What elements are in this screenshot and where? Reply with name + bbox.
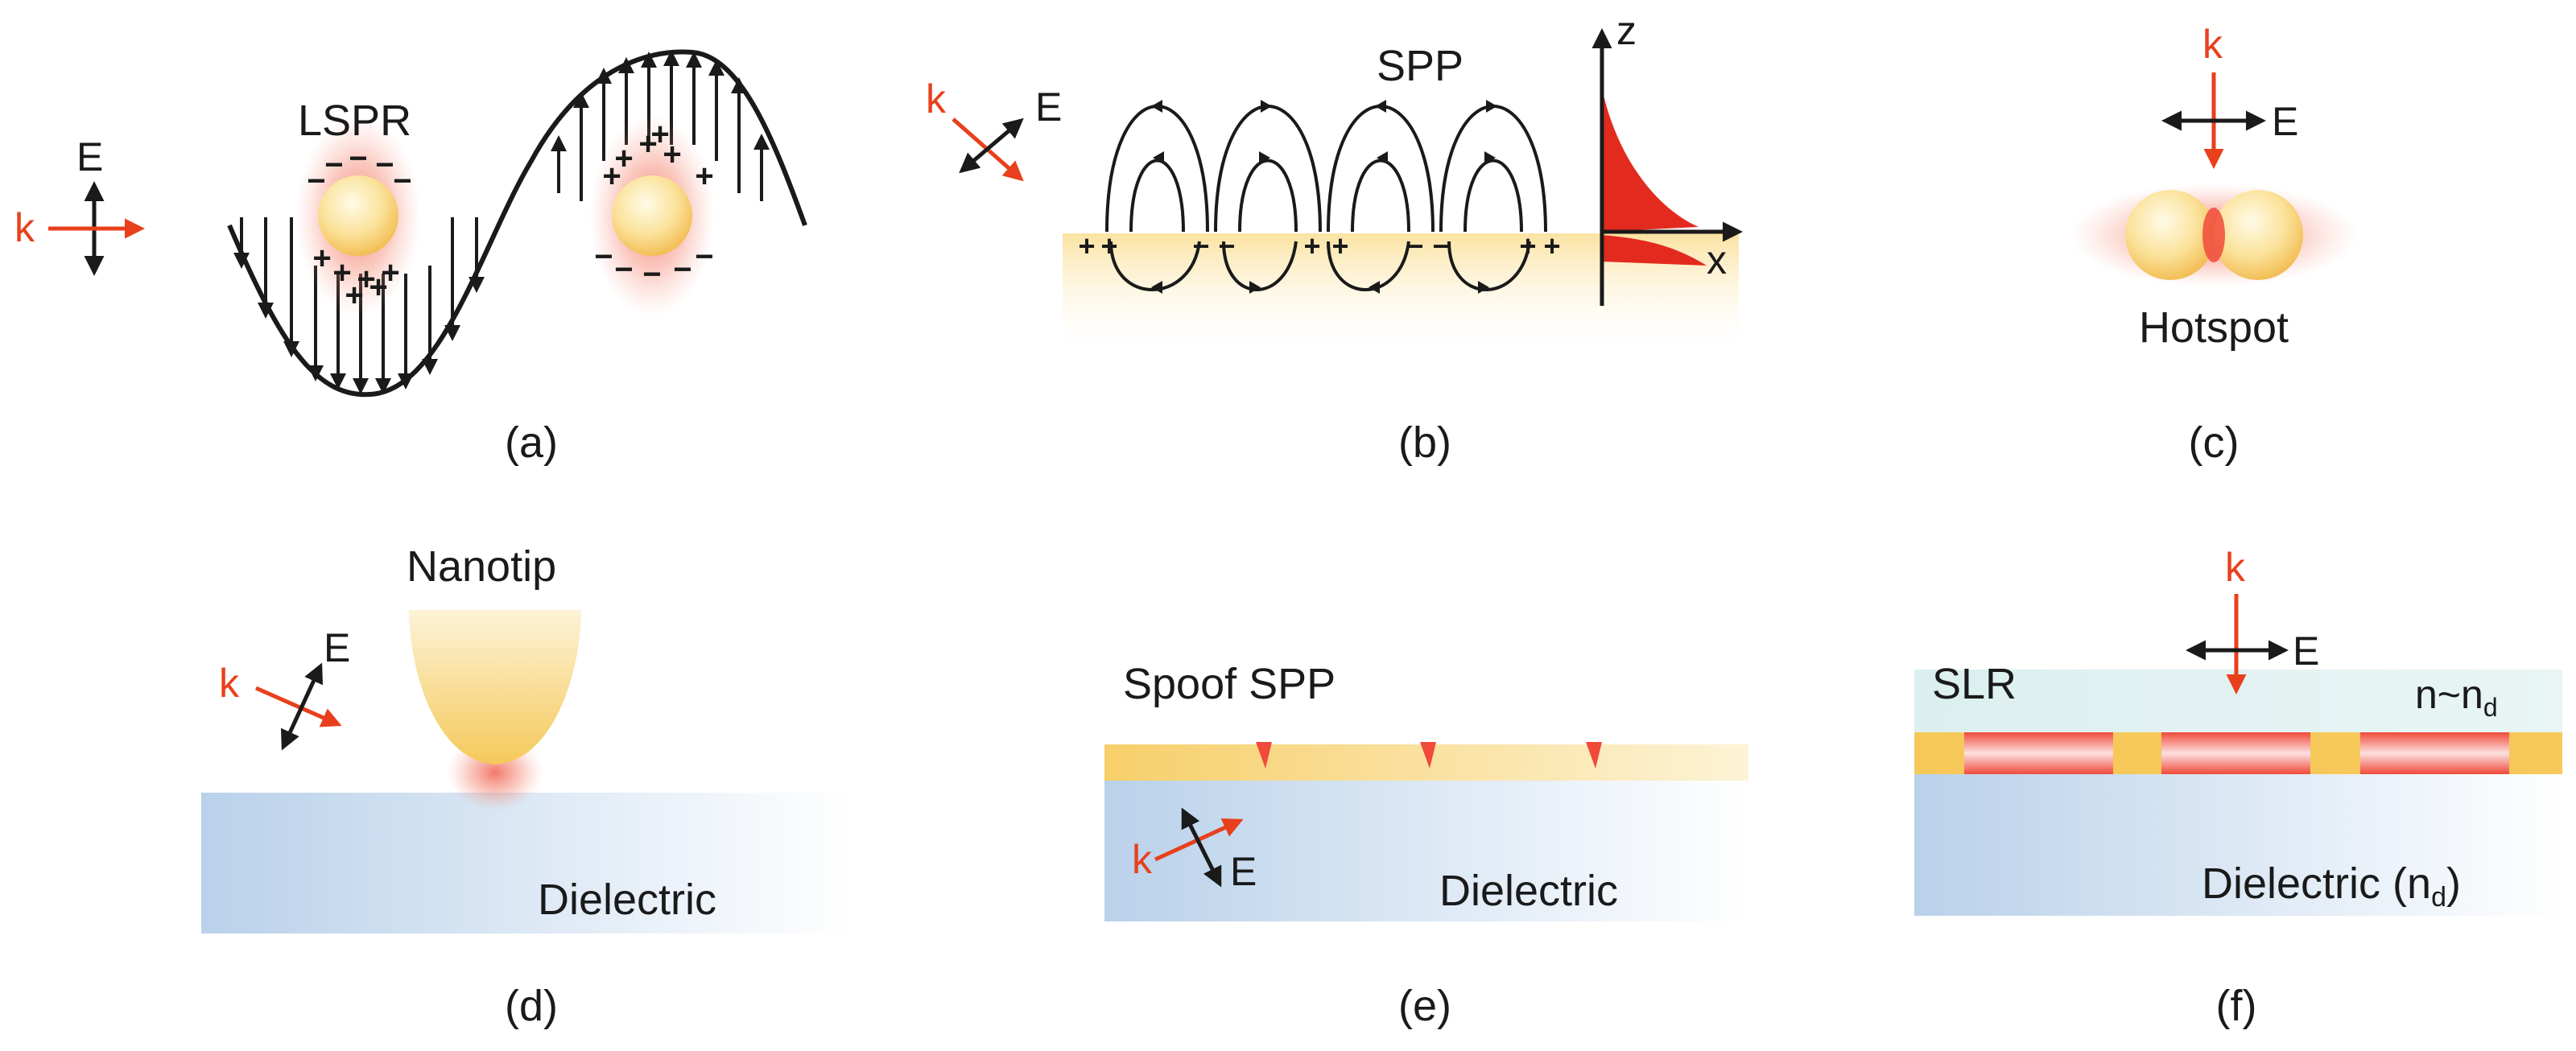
- substrate-label-main: Dielectric (n: [2202, 859, 2431, 908]
- svg-text:+: +: [695, 159, 713, 194]
- hotspot-label: Hotspot: [2139, 303, 2289, 352]
- svg-text:−: −: [673, 252, 691, 287]
- lattice-mode-field: [1964, 732, 2113, 774]
- panel-caption: (d): [505, 982, 558, 1030]
- panel-title: LSPR: [298, 97, 411, 145]
- panel-caption: (f): [2216, 982, 2257, 1030]
- e-field-label: E: [2272, 99, 2298, 144]
- svg-text:+: +: [381, 255, 399, 291]
- e-field-label: E: [2293, 629, 2319, 674]
- nanoparticle: [318, 175, 398, 256]
- svg-text:−: −: [642, 257, 661, 292]
- charge-signs: −−− −− ++++++ ++++++ −−−−−: [307, 117, 713, 313]
- nanoparticle: [2125, 190, 2215, 280]
- svg-text:−: −: [1218, 229, 1235, 262]
- svg-text:−: −: [614, 252, 633, 287]
- e-field-arrow: [1181, 807, 1222, 888]
- e-field-label: E: [1230, 849, 1257, 894]
- lattice-mode-field: [2161, 732, 2310, 774]
- substrate-label: Dielectric: [538, 876, 716, 924]
- x-axis-label: x: [1707, 237, 1727, 282]
- panel-d: Nanotip k E Dielectric (d): [201, 542, 852, 1030]
- panel-c: k E Hotspot (c): [2069, 22, 2359, 467]
- svg-text:−: −: [375, 147, 394, 183]
- svg-text:−: −: [324, 147, 343, 183]
- tip-label: Nanotip: [407, 542, 556, 591]
- charge-signs: ++ −− ++ −− ++: [1078, 229, 1560, 262]
- svg-text:−: −: [1192, 229, 1209, 262]
- hotspot-gap: [2202, 208, 2225, 262]
- nanoparticle: [2213, 190, 2303, 280]
- svg-text:+: +: [345, 278, 363, 313]
- substrate-label-subscript: d: [2431, 882, 2446, 913]
- svg-text:−: −: [1432, 229, 1449, 262]
- panel-e: Spoof SPP k E Dielectric (e): [1104, 660, 1748, 1030]
- e-field-label: E: [324, 625, 350, 670]
- svg-text:−: −: [349, 141, 367, 176]
- lattice-mode-field: [2360, 732, 2509, 774]
- svg-text:−: −: [393, 163, 411, 199]
- k-vector-label: k: [14, 205, 35, 250]
- index-label: n~nd: [2415, 672, 2498, 722]
- k-vector-label: k: [926, 76, 947, 122]
- svg-text:+: +: [1303, 229, 1320, 262]
- svg-text:+: +: [614, 141, 633, 176]
- e-field-label: E: [76, 134, 103, 179]
- k-vector-label: k: [219, 661, 240, 706]
- index-label-main: n~n: [2415, 672, 2483, 717]
- substrate-label: Dielectric (nd): [2202, 859, 2461, 913]
- index-label-subscript: d: [2483, 693, 2498, 722]
- substrate-label: Dielectric: [1439, 867, 1618, 915]
- svg-text:+: +: [312, 241, 331, 276]
- k-vector-label: k: [2202, 22, 2223, 67]
- dielectric-substrate: [1914, 774, 2562, 916]
- nanoparticle: [612, 175, 692, 256]
- svg-text:+: +: [1331, 229, 1348, 262]
- panel-title: Spoof SPP: [1123, 660, 1335, 708]
- panel-b: k E: [926, 8, 1743, 467]
- panel-caption: (b): [1398, 418, 1451, 467]
- panel-caption: (e): [1398, 982, 1451, 1030]
- svg-text:+: +: [1519, 229, 1536, 262]
- dielectric-substrate: [201, 793, 852, 934]
- substrate-label-close: ): [2446, 859, 2461, 908]
- svg-text:+: +: [369, 270, 387, 305]
- svg-text:+: +: [638, 126, 657, 162]
- field-decay-profile: [1602, 235, 1707, 266]
- svg-text:+: +: [650, 117, 669, 152]
- field-line-arrowheads: [1151, 100, 1497, 294]
- panel-title: SPP: [1377, 42, 1463, 90]
- groove-hotspots: [1256, 742, 1602, 769]
- svg-text:+: +: [1100, 229, 1117, 262]
- e-field-arrow: [959, 117, 1024, 174]
- k-vector-label: k: [1132, 837, 1153, 882]
- svg-text:+: +: [1543, 229, 1560, 262]
- z-axis-label: z: [1616, 8, 1637, 53]
- panel-caption: (a): [505, 418, 558, 467]
- svg-text:+: +: [663, 137, 681, 172]
- panel-title: SLR: [1932, 660, 2017, 708]
- nanotip: [409, 610, 581, 765]
- svg-text:+: +: [332, 255, 351, 291]
- field-arrows-down: [233, 217, 485, 394]
- e-field-arrow: [281, 662, 323, 751]
- svg-text:−: −: [695, 239, 713, 274]
- field-decay-profile: [1602, 89, 1699, 232]
- svg-text:−: −: [1406, 229, 1423, 262]
- svg-text:+: +: [1078, 229, 1095, 262]
- svg-text:+: +: [602, 159, 621, 194]
- svg-text:+: +: [357, 262, 375, 297]
- panel-caption: (c): [2189, 418, 2240, 467]
- k-vector-label: k: [2225, 545, 2246, 590]
- svg-text:−: −: [594, 239, 613, 274]
- panel-a: E k: [14, 49, 807, 467]
- e-field-label: E: [1035, 84, 1062, 130]
- svg-text:−: −: [307, 163, 325, 199]
- panel-f: k E SLR n~nd Dielectric (nd) (f): [1914, 545, 2562, 1030]
